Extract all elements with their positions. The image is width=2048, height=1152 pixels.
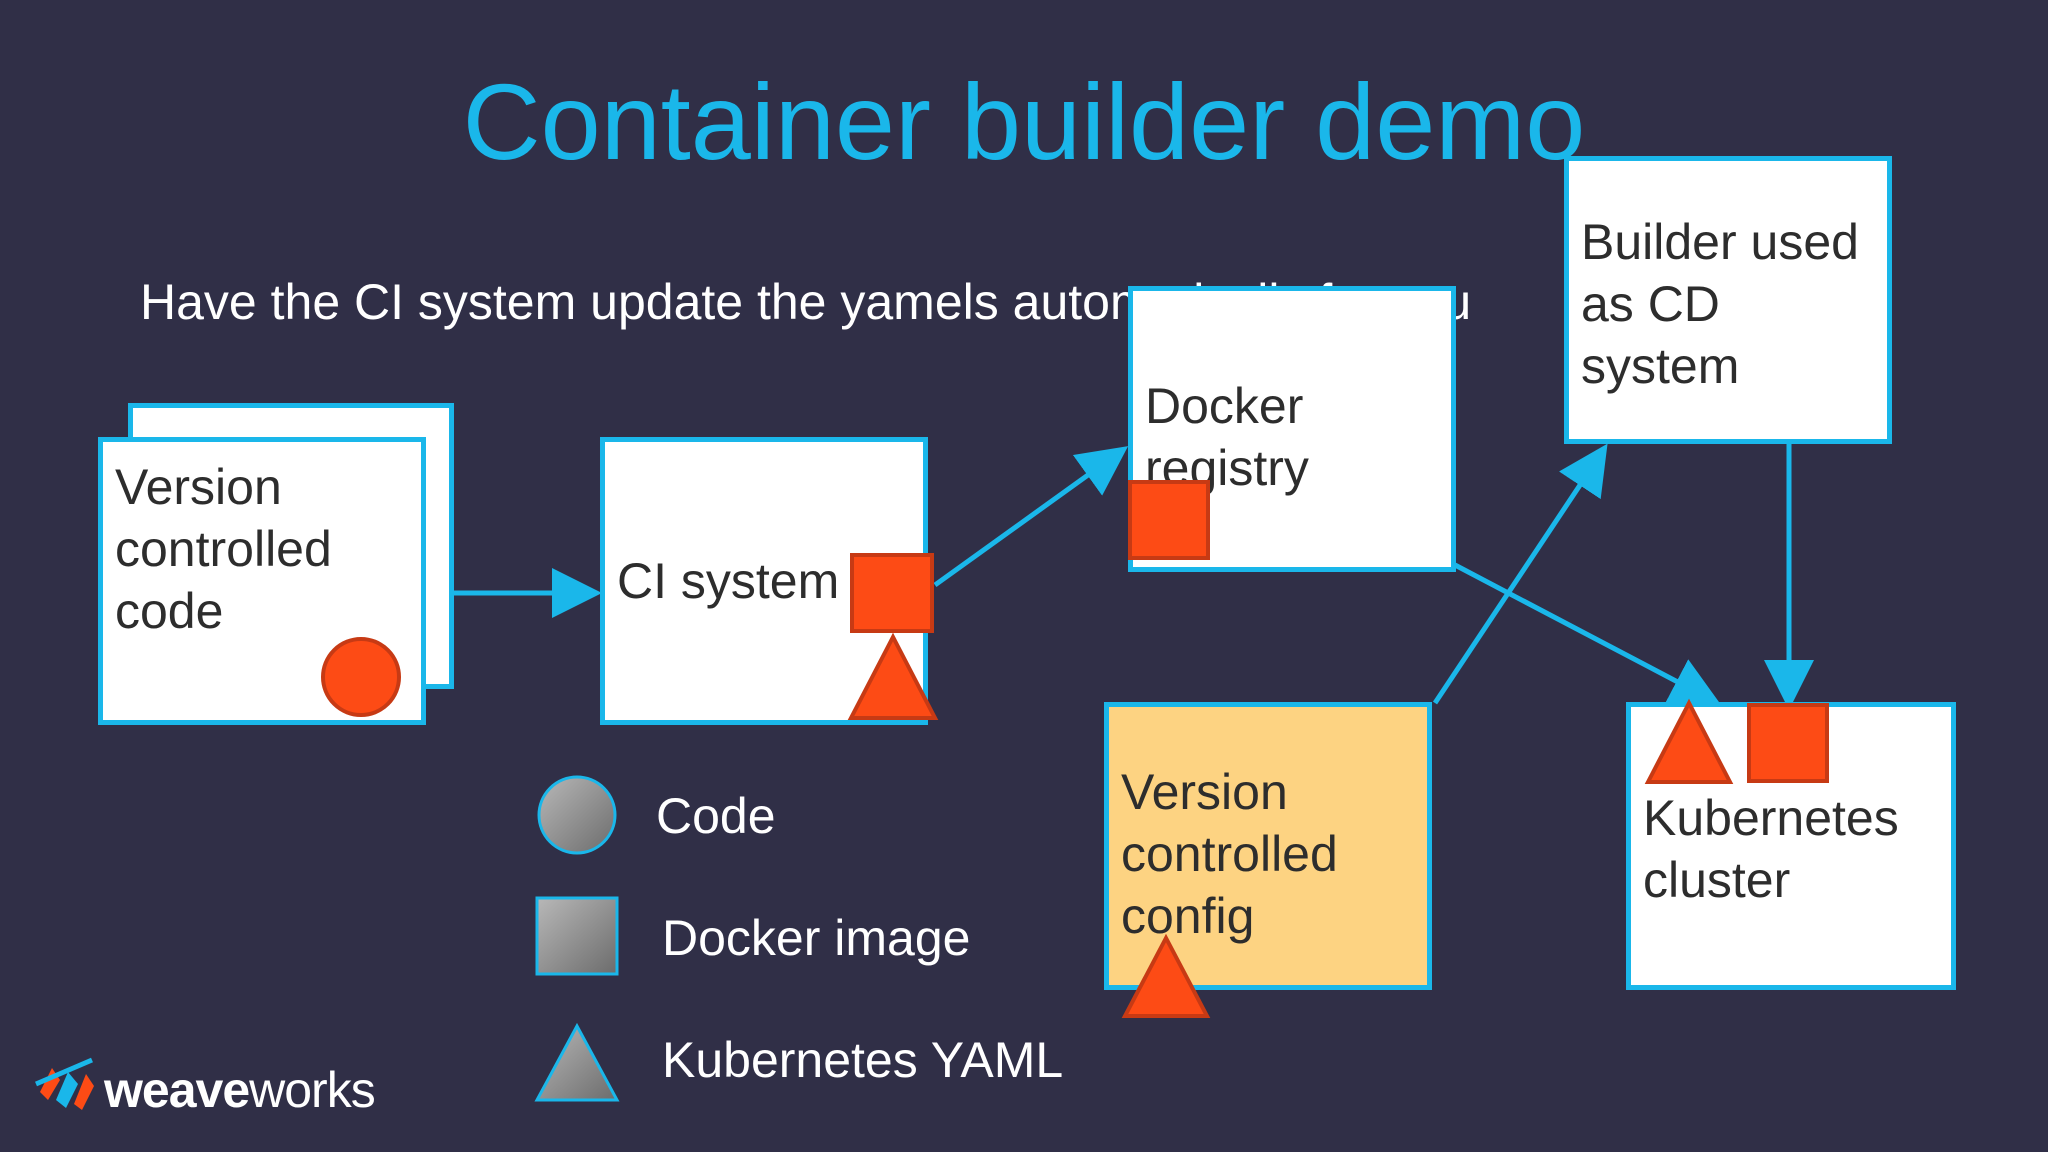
vcs-config-box: Version controlled config: [1104, 702, 1432, 990]
code-circle-icon: [321, 637, 401, 717]
box-line: as CD: [1581, 276, 1720, 332]
kubernetes-yaml-triangle-icon: [847, 632, 939, 720]
kubernetes-yaml-triangle-icon: [1644, 698, 1734, 784]
brand-regular: works: [249, 1062, 376, 1118]
docker-image-square-icon: [1747, 703, 1829, 783]
box-line: controlled: [1121, 826, 1338, 882]
arrow-config-to-builder: [1432, 443, 1608, 705]
weaveworks-logo-icon: [35, 1057, 94, 1110]
docker-image-square-icon: [850, 553, 934, 633]
box-line: code: [115, 583, 224, 639]
legend-yaml-triangle-icon: [534, 1022, 620, 1102]
arrow-ci-to-registry: [933, 446, 1129, 588]
slide-title: Container builder demo: [462, 61, 1586, 182]
docker-image-square-icon: [1128, 480, 1210, 560]
box-line: config: [1121, 888, 1255, 944]
box-line: Docker: [1145, 378, 1304, 434]
box-line: controlled: [115, 521, 332, 577]
box-line: Version: [1121, 764, 1288, 820]
box-line: Version: [115, 459, 282, 515]
kubernetes-yaml-triangle-icon: [1121, 933, 1211, 1018]
builder-cd-box: Builder used as CD system: [1564, 156, 1892, 444]
box-line: CI system: [617, 553, 840, 609]
legend-docker-image-square-icon: [535, 896, 619, 976]
arrow-registry-to-k8s: [1453, 562, 1721, 705]
weaveworks-brand: weaveworks: [104, 1060, 376, 1120]
brand-bold: weave: [104, 1062, 250, 1118]
legend-code-label: Code: [656, 788, 776, 844]
legend-code-circle-icon: [537, 775, 617, 855]
box-line: Kubernetes: [1643, 790, 1899, 846]
box-line: system: [1581, 338, 1740, 394]
box-line: Builder used: [1581, 214, 1859, 270]
legend-yaml-label: Kubernetes YAML: [662, 1032, 1064, 1088]
legend-docker-image-label: Docker image: [662, 910, 971, 966]
box-line: cluster: [1643, 852, 1791, 908]
